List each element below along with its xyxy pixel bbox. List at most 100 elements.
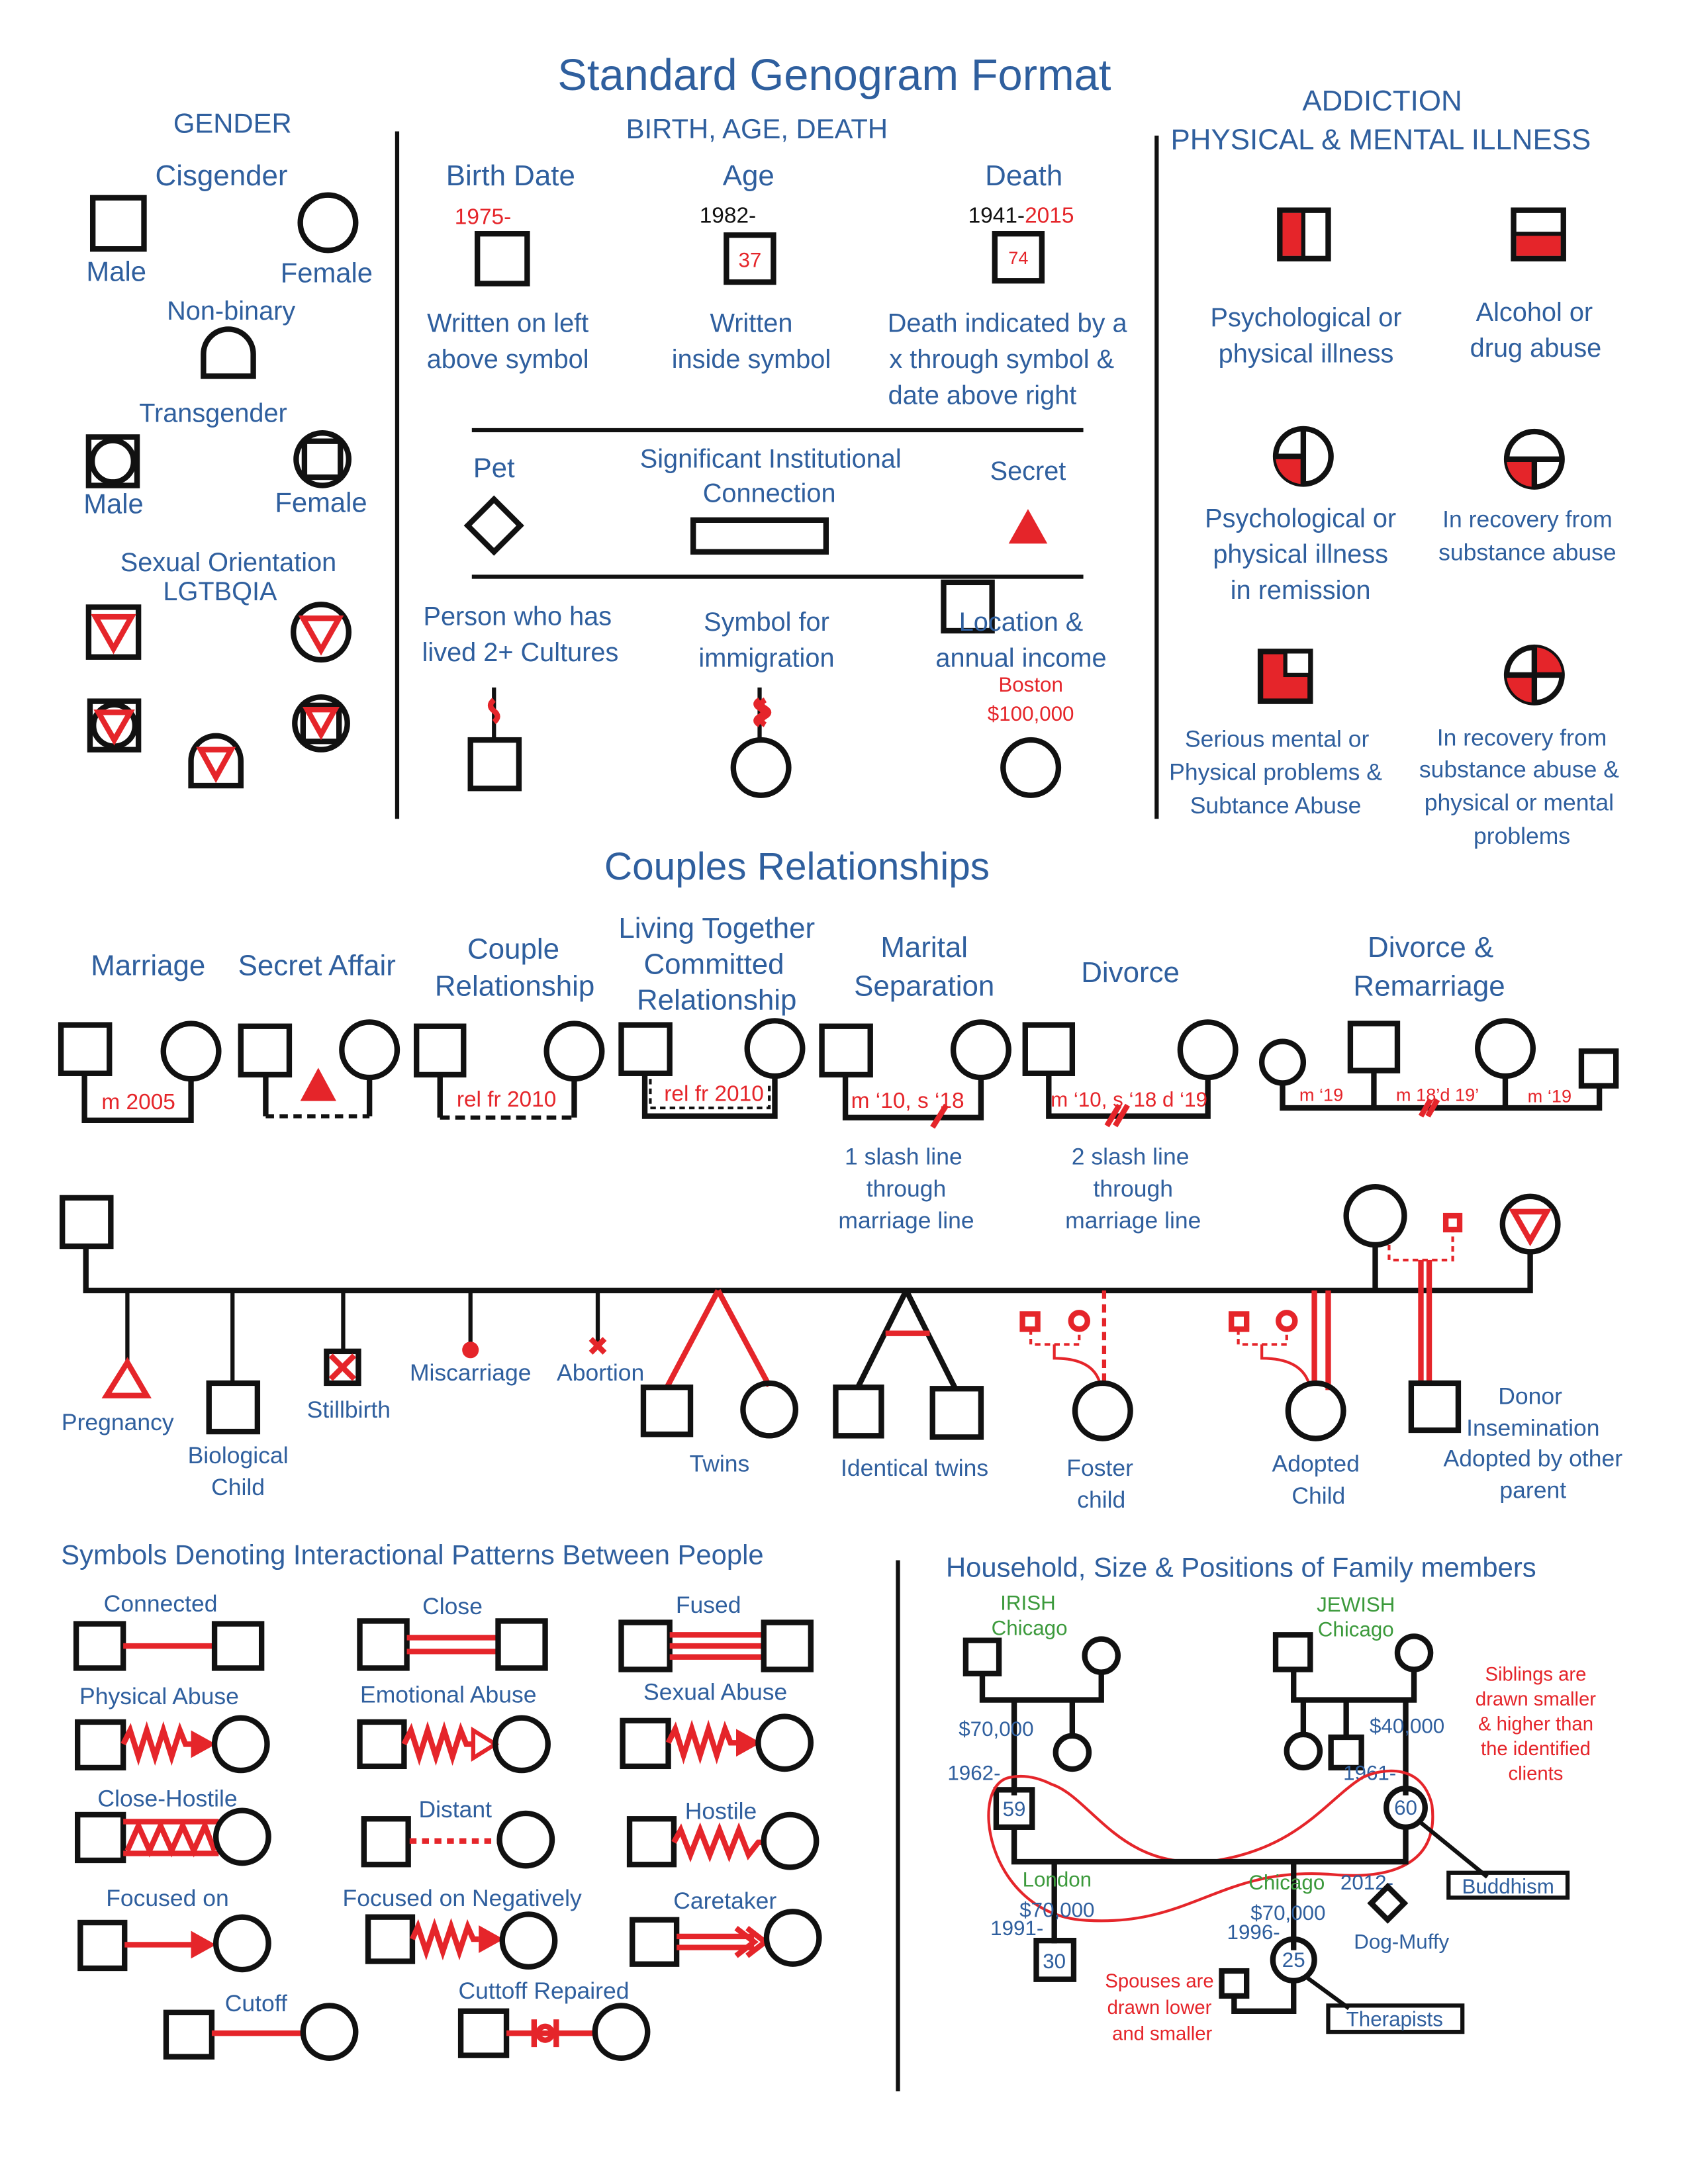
remission-inner-square [1276,432,1307,484]
immigration-wave-icon [753,697,772,727]
recovery-all-label-line1: In recovery from [1437,724,1607,751]
siblings-note-3: & higher than [1478,1714,1593,1735]
caretaker-lines [677,1926,770,1958]
section-dividers [395,131,1159,2091]
children-section: Pregnancy Biological Child Stillbirth Mi… [60,1183,1622,1513]
income-label-1: $70,000 [959,1717,1033,1741]
siblings-note-2: drawn smaller [1476,1689,1596,1710]
remarriage-second-wife-symbol [1475,1018,1536,1079]
female-circle-symbol [297,192,359,253]
birth-desc-line2: above symbol [427,345,589,374]
separation-date: m ‘10, s ‘18 [851,1089,964,1113]
affair-triangle-icon [300,1068,336,1101]
location-label-line2: annual income [935,643,1106,672]
age-label: Age [723,159,774,192]
pet-label: Pet [473,452,515,483]
chicago-label-1: Chicago [992,1616,1068,1639]
age-60: 60 [1394,1796,1417,1819]
adopted-bio-father-symbol [1229,1311,1250,1332]
trans-female-label: Female [275,486,367,518]
nonbinary-symbol [201,326,256,379]
lgbt-triangle-icon [91,614,136,655]
pregnancy-label: Pregnancy [62,1409,174,1435]
physical-zigzag [120,1721,194,1766]
son-symbol [1033,1937,1077,1982]
focused-neg-arrow-icon [479,1925,504,1953]
emotional-a-symbol [357,1719,407,1770]
age-symbol [724,232,776,285]
illness-section: ADDICTION PHYSICAL & MENTAL ILLNESS Psyc… [1169,85,1619,849]
spouses-note-2: drawn lower [1107,1997,1212,2019]
jewish-label: JEWISH [1317,1593,1395,1616]
remarriage-label-line2: Remarriage [1353,970,1505,1003]
recovery-all-fill-top [1534,647,1562,675]
psych-label-line1: Psychological or [1211,303,1402,332]
abortion-label: Abortion [557,1359,644,1386]
separation-line [842,1074,984,1120]
caretaker-label: Caretaker [673,1888,776,1914]
therapists-box [1326,2003,1465,2034]
separation-slash [930,1103,949,1129]
gp1-child-symbol [1053,1733,1092,1772]
connected-label: Connected [104,1590,218,1617]
focused-label: Focused on [106,1885,229,1911]
secret-triangle-icon [1008,509,1048,544]
physical-a-symbol [74,1719,126,1771]
birth-desc-line1: Written on left [427,309,588,338]
close-hostile-a-symbol [74,1811,126,1864]
separation-female-symbol [950,1019,1011,1081]
male-label: Male [86,255,146,287]
living-line [641,1073,778,1119]
cutoff-repaired-label: Cuttoff Repaired [458,1978,629,2004]
donor-symbol [1442,1212,1463,1233]
slash1-label-line2: through [867,1175,946,1202]
recovery-label-line1: In recovery from [1442,506,1613,532]
twin-female-symbol [740,1380,799,1439]
remarriage-husband-symbol [1347,1021,1401,1073]
couple-date: rel fr 2010 [457,1087,556,1112]
recovery-all-fill [1507,674,1534,703]
age-59: 59 [1003,1797,1026,1821]
affair-male-symbol [238,1023,293,1078]
recovery-all-label-line2: substance abuse & [1419,756,1619,783]
alcohol-label-line2: drug abuse [1470,334,1602,363]
serious-label-line3: Subtance Abuse [1190,792,1362,819]
affair-line [263,1074,373,1116]
cultures-wave-icon [487,698,500,725]
hostile-zigzag [671,1822,765,1863]
donor-label-line4: parent [1499,1477,1566,1503]
death-desc-line1: Death indicated by a [888,309,1128,338]
lgbt-triangle-icon [196,747,236,784]
separation-male-symbol [819,1023,873,1078]
separation-label-line1: Marital [880,931,968,964]
physical-arrow-icon [191,1730,216,1758]
bio-child-symbol [206,1380,261,1435]
siblings-note-4: the identified [1481,1739,1591,1760]
age-inside-value: 37 [738,248,761,271]
lgbt-trans-female-symbol [292,694,350,752]
serious-label-line1: Serious mental or [1185,726,1370,752]
marriage-date: m 2005 [101,1090,175,1115]
donor-child-symbol [1408,1380,1462,1433]
remission-fill [1276,456,1303,484]
dog-diamond-symbol [1367,1882,1409,1924]
institution-label-line1: Significant Institutional [640,444,902,473]
slash1-label-line1: 1 slash line [845,1144,962,1170]
divorce-slash-1 [1104,1103,1122,1128]
buddhism-link [1418,1820,1489,1879]
daughter-spouse-symbol [1219,1968,1250,1999]
children-line [1011,1827,1409,1950]
income-label-3: $70,000 [1019,1899,1094,1922]
serious-label-line2: Physical problems & [1169,759,1382,786]
stillbirth-symbol [324,1348,361,1387]
trans-female-symbol [293,430,352,488]
siblings-note-5: clients [1509,1764,1564,1785]
twins-lines [664,1289,772,1389]
trans-female-square [301,438,344,480]
living-label-line1: Living Together [618,912,815,944]
location-income: $100,000 [988,702,1074,725]
identical-lines [855,1289,957,1389]
distant-a-symbol [361,1816,411,1868]
lgbt-triangle-icon [93,709,135,746]
sexual-zigzag [665,1719,739,1765]
